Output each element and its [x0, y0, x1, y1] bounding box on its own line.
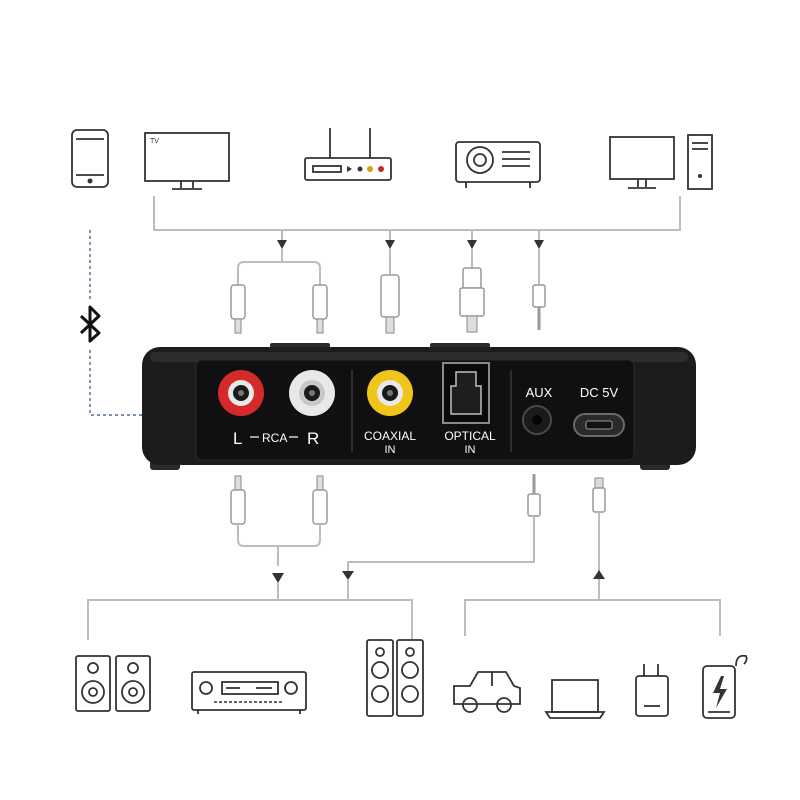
tv-icon: TV [144, 132, 230, 190]
aux-output-cable [347, 474, 541, 572]
dc-usb-port [573, 413, 625, 437]
laptop-icon [544, 679, 606, 719]
rca-left-label: L [233, 429, 242, 448]
rca-mid-label: RCA [262, 431, 287, 445]
desktop-pc-icon [609, 134, 713, 190]
rca-right-jack [289, 370, 335, 416]
bluetooth-icon [79, 305, 101, 343]
power-bank-icon [702, 654, 748, 719]
av-receiver-icon [191, 671, 307, 714]
dc-label: DC 5V [580, 385, 619, 400]
power-adapter-icon [635, 664, 669, 717]
rca-output-cable [230, 475, 328, 566]
car-icon [453, 671, 521, 713]
coaxial-in-label: IN [385, 444, 396, 456]
optical-label: OPTICAL [444, 429, 496, 443]
tower-speakers-icon [366, 639, 424, 717]
projector-icon [455, 141, 541, 188]
coaxial-jack [367, 370, 413, 416]
aux-jack [522, 405, 552, 435]
optical-input-cable [459, 249, 485, 333]
source-connector-lines [153, 196, 681, 246]
bluetooth-dashed-link [89, 230, 145, 416]
coaxial-input-cable [380, 249, 400, 334]
down-arrows-bottom [272, 571, 354, 583]
tv-label: TV [150, 138, 159, 145]
output-connector-lines [87, 580, 721, 640]
usb-power-cable [592, 477, 606, 600]
aux-input-cable [532, 249, 546, 330]
rca-right-label: R [307, 429, 319, 448]
optical-in-label: IN [465, 444, 476, 456]
aux-label: AUX [526, 385, 553, 400]
down-arrows-top [277, 240, 544, 249]
speakers-icon [75, 655, 151, 712]
rca-input-cable [230, 249, 328, 334]
router-icon [304, 128, 392, 181]
coaxial-label: COAXIAL [364, 429, 416, 443]
rca-left-jack [218, 370, 264, 416]
phone-icon [71, 129, 109, 188]
optical-jack [442, 362, 490, 424]
